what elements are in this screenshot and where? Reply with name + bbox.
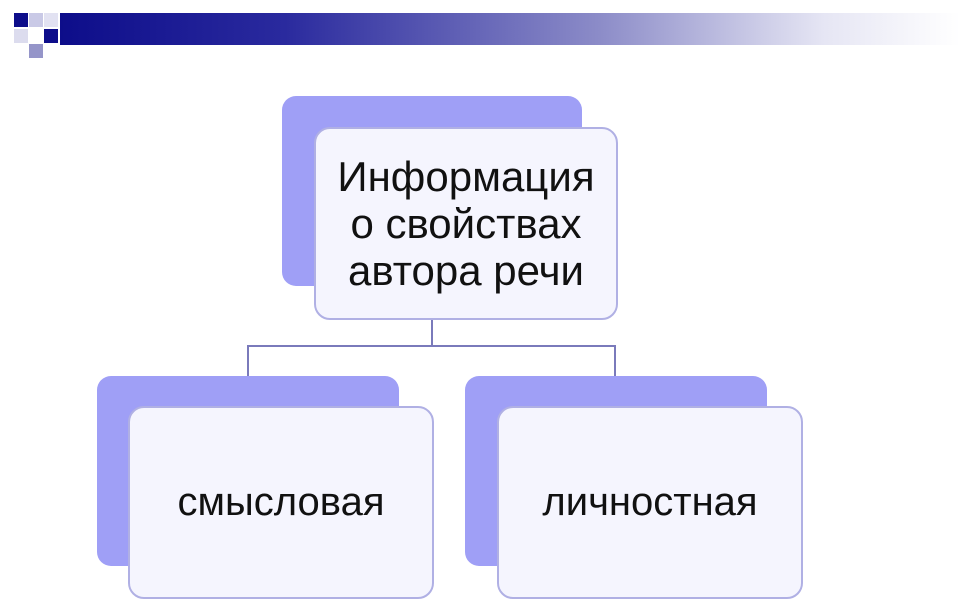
connector-right-down xyxy=(614,345,616,377)
header-square xyxy=(29,13,43,27)
left-node: смысловая xyxy=(128,406,434,599)
root-line-3: автора речи xyxy=(348,247,584,295)
right-node: личностная xyxy=(497,406,803,599)
header-square xyxy=(44,13,58,27)
root-line-1: Информация xyxy=(337,152,595,200)
root-line-2: о свойствах xyxy=(350,199,582,247)
right-node-label: личностная xyxy=(542,480,758,524)
root-node-text: Информация о свойствах автора речи xyxy=(337,153,594,294)
header-square xyxy=(14,29,28,43)
header-square xyxy=(44,29,58,43)
header-square xyxy=(29,44,43,58)
header-square xyxy=(14,13,28,27)
connector-left-down xyxy=(247,345,249,377)
header-bar xyxy=(60,13,960,45)
connector-horizontal xyxy=(247,345,616,347)
connector-root-down xyxy=(431,318,433,346)
left-node-label: смысловая xyxy=(177,480,385,524)
root-node: Информация о свойствах автора речи xyxy=(314,127,618,320)
